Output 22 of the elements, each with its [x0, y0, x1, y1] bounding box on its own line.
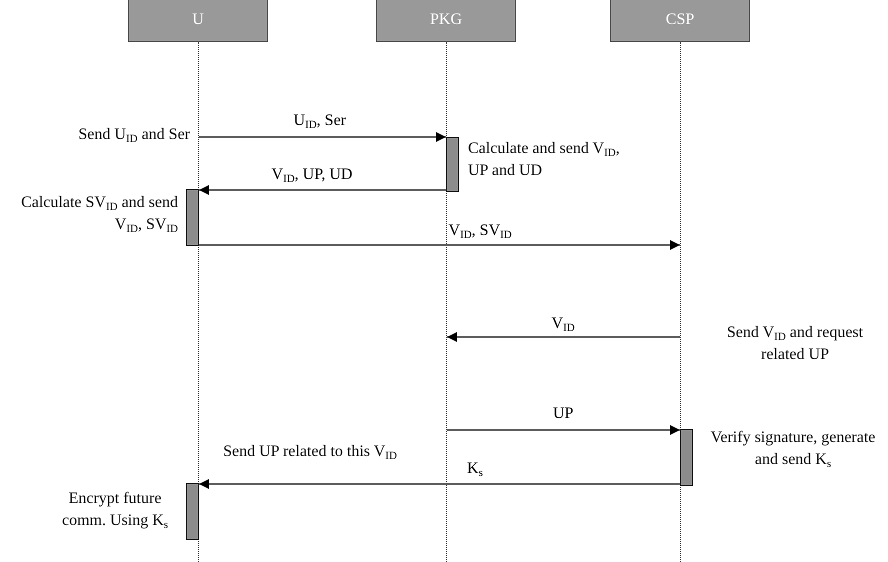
step-note: Send U$_{ID}$ and Ser [77, 125, 190, 146]
message-arrow [199, 240, 680, 250]
edge-label: V$_{ID}$, SV$_{ID}$ [446, 221, 514, 241]
step-note: Verify signature, generate and send K$_{s}$ [710, 428, 876, 471]
message-arrow [199, 185, 446, 195]
activation-bar [186, 189, 199, 246]
step-note: Send UP related to this V$_{ID}$ [222, 442, 398, 463]
step-note: Encrypt future comm. Using K$_{s}$ [60, 489, 170, 532]
participant-box: CSP [610, 0, 750, 42]
participant-box: U [128, 0, 268, 42]
activation-bar [680, 429, 693, 486]
participant-box: PKG [376, 0, 516, 42]
step-note: Send V$_{ID}$ and request related UP [726, 323, 864, 365]
message-arrow [199, 132, 446, 142]
step-note: Calculate and send V$_{ID}$, UP and UD [468, 139, 621, 181]
message-arrow [447, 332, 680, 342]
step-note: Calculate SV$_{ID}$ and send V$_{ID}$, SV$_{ID}$ [20, 193, 178, 236]
activation-bar [446, 137, 459, 192]
message-arrow [199, 479, 680, 489]
message-arrow [447, 425, 680, 435]
edge-label: U$_{ID}$, Ser [292, 111, 348, 131]
activation-bar [186, 483, 199, 540]
